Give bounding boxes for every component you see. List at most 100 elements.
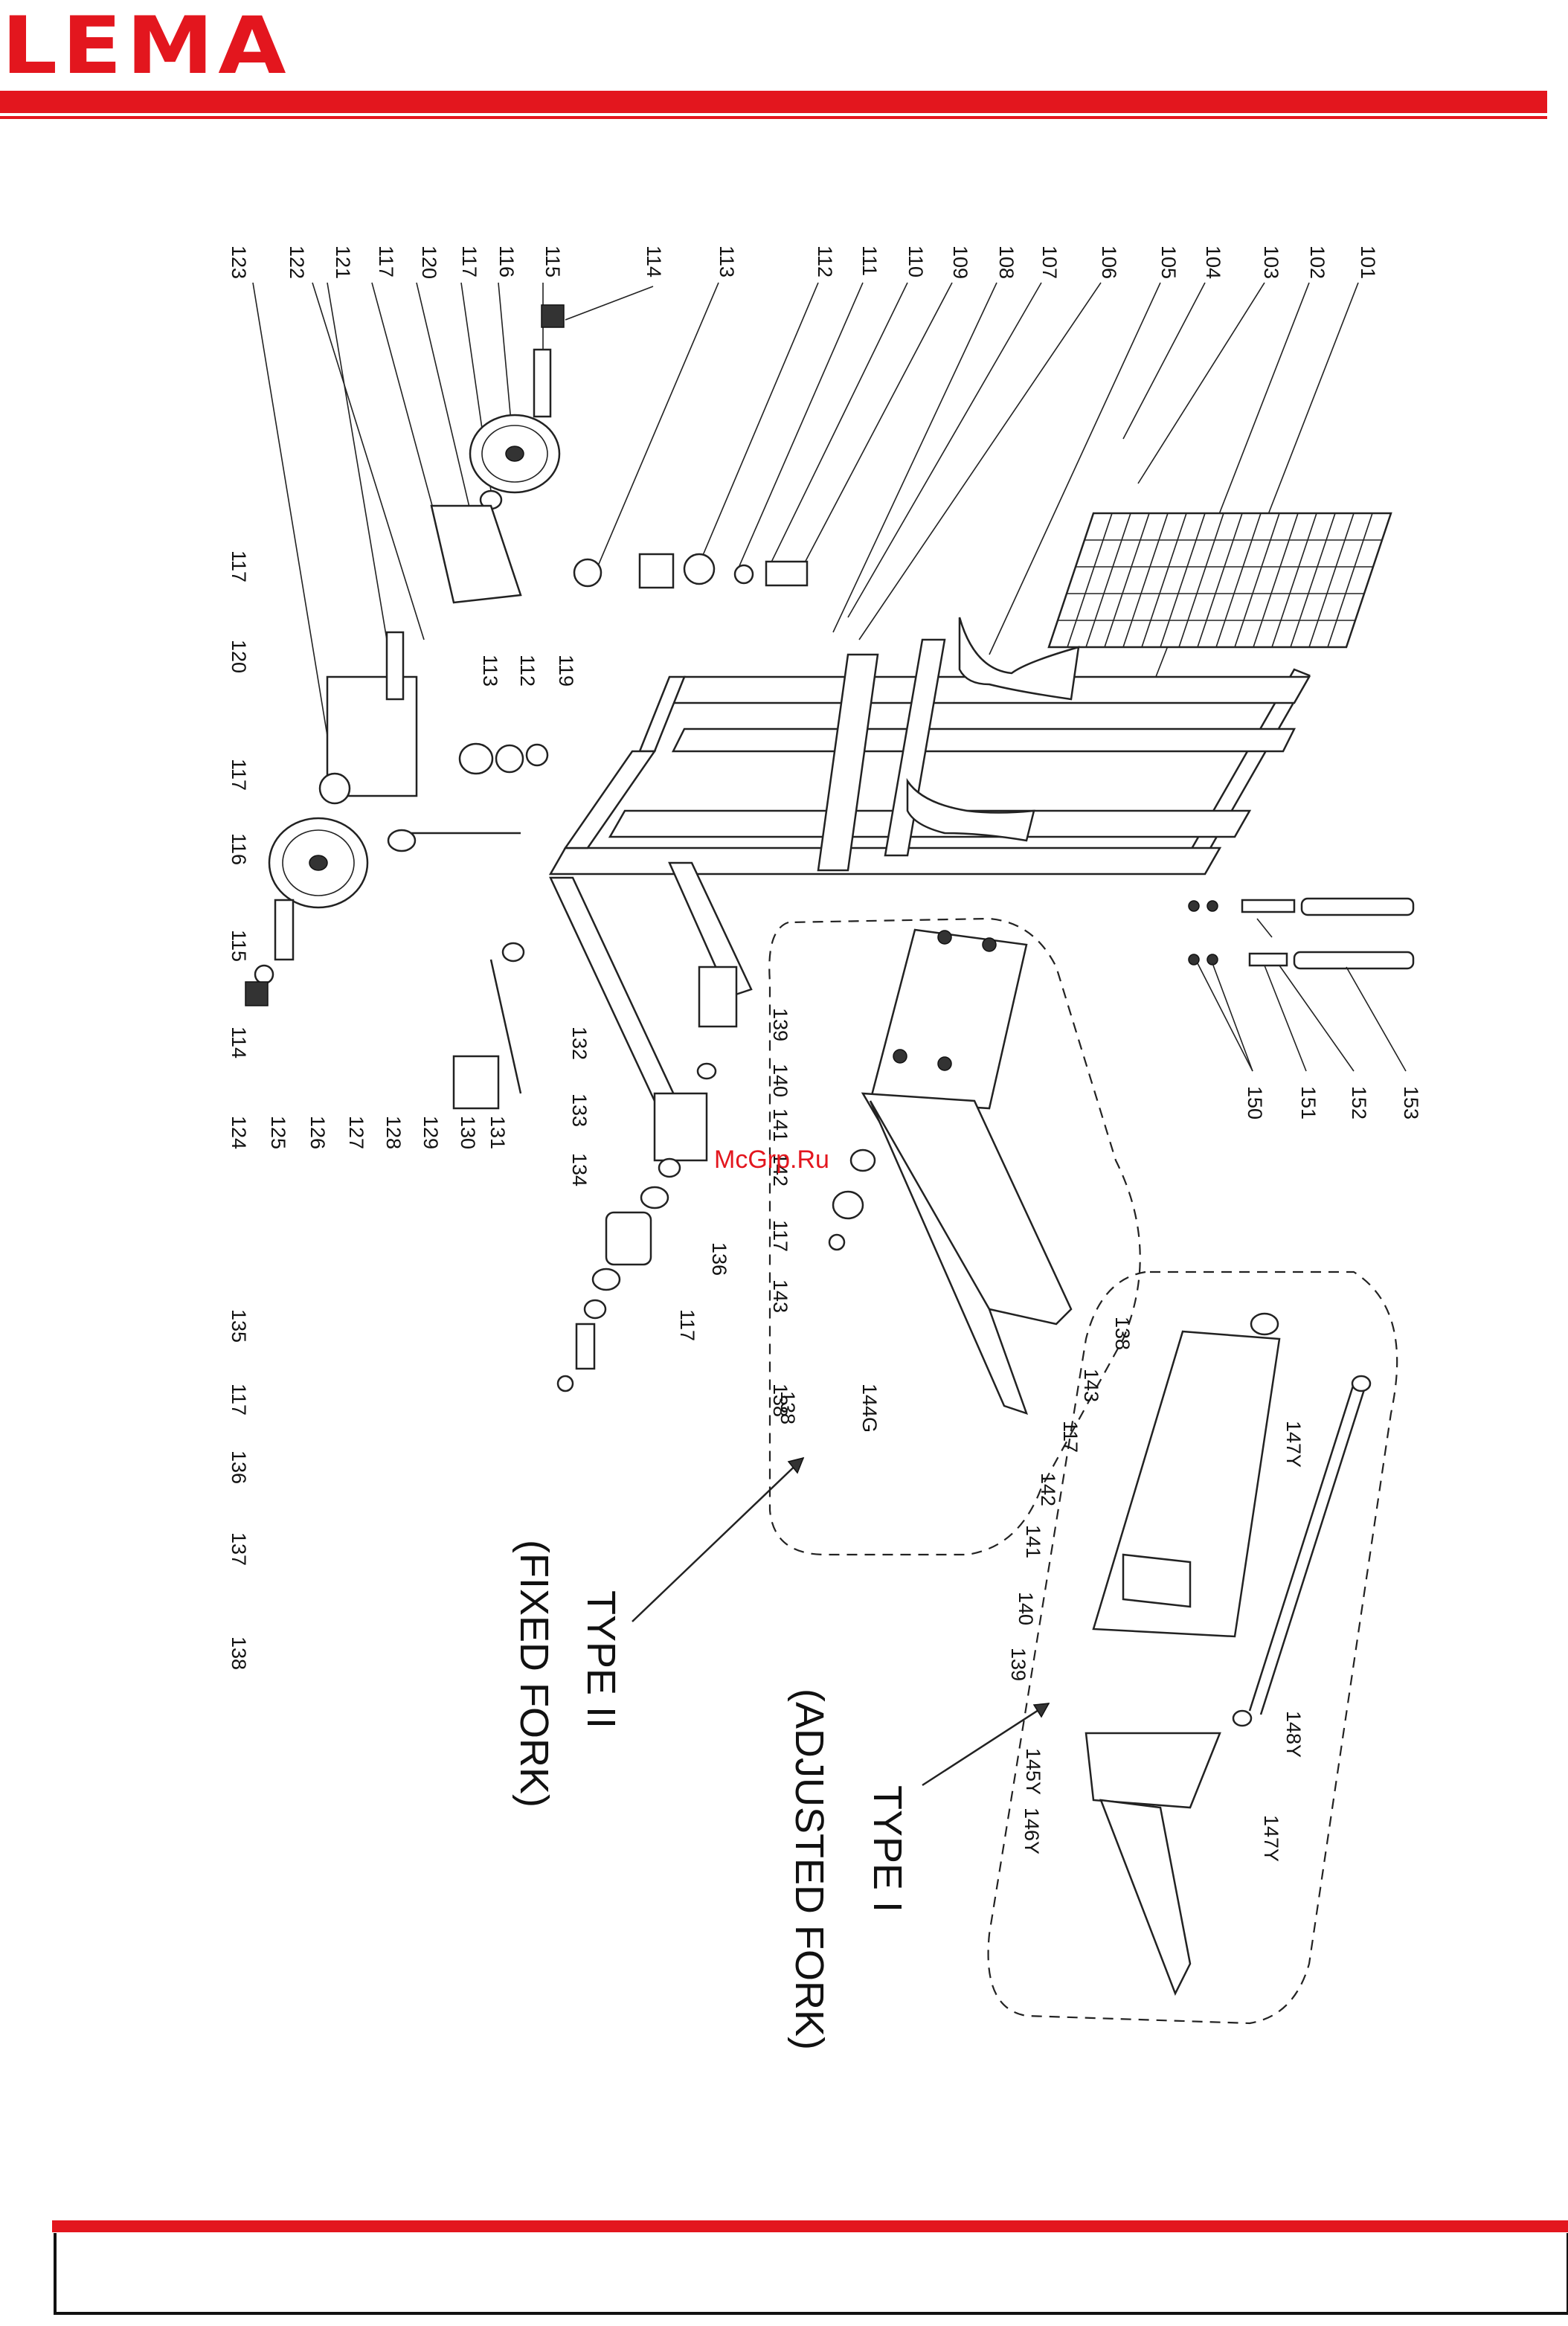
part-label-132: 132: [568, 1027, 591, 1060]
part-label-104: 104: [1202, 245, 1224, 279]
part-label-115: 115: [228, 930, 250, 962]
part-label-133: 133: [568, 1093, 591, 1127]
footer-red-bar: [52, 2220, 1568, 2232]
roller-part-labels: 135 117 136 137 138 117 136 138: [228, 1242, 799, 1670]
part-label-134: 134: [568, 1153, 591, 1186]
part-label-140: 140: [769, 1064, 791, 1097]
part-label-112: 112: [516, 655, 539, 687]
part-label-101: 101: [1357, 245, 1379, 279]
part-label-103: 103: [1260, 245, 1282, 279]
part-label-113: 113: [716, 245, 738, 277]
part-label-139: 139: [1007, 1648, 1029, 1681]
part-label-139: 139: [769, 1008, 791, 1041]
roller-parts: [556, 1062, 717, 1392]
part-label-141: 141: [1022, 1525, 1044, 1558]
part-label-144G: 144G: [858, 1384, 881, 1433]
part-label-117: 117: [1059, 1421, 1082, 1453]
part-label-107: 107: [1038, 245, 1061, 279]
part-label-115: 115: [542, 245, 564, 277]
part-label-121: 121: [332, 245, 354, 279]
type1-subtitle: (ADJUSTED FORK): [787, 1689, 832, 2050]
type-arrows: [632, 1456, 1050, 1787]
part-label-117: 117: [769, 1220, 791, 1252]
watermark: McGrp.Ru: [714, 1146, 829, 1174]
part-label-117: 117: [228, 1384, 250, 1416]
part-label-117: 117: [375, 245, 397, 277]
type1-fork: [1085, 1312, 1372, 1996]
mast-frame: [548, 617, 1311, 1162]
type1-title: TYPE I: [865, 1785, 910, 1912]
part-label-138: 138: [769, 1384, 791, 1417]
header-red-line: [0, 116, 1547, 119]
part-label-114: 114: [228, 1027, 250, 1058]
pedal-parts: [387, 829, 525, 1110]
part-label-145Y: 145Y: [1022, 1748, 1044, 1795]
part-label-116: 116: [228, 833, 250, 865]
type2-dashed-region: [768, 917, 1141, 1556]
chain-part-labels: 150 151 152 153: [1244, 1086, 1422, 1119]
part-label-117: 117: [458, 245, 481, 277]
part-label-143: 143: [769, 1279, 791, 1313]
part-label-138: 138: [777, 1391, 799, 1424]
type2-title: TYPE II: [579, 1590, 623, 1729]
part-label-126: 126: [306, 1116, 329, 1149]
part-label-142: 142: [1037, 1473, 1059, 1506]
footer-box: [54, 2233, 1568, 2315]
type1-dashed-region: [987, 1270, 1398, 2025]
part-label-105: 105: [1157, 245, 1180, 279]
part-label-130: 130: [457, 1116, 479, 1149]
type2-fork: [828, 928, 1073, 1415]
part-label-109: 109: [949, 245, 971, 279]
part-label-138: 138: [228, 1636, 250, 1670]
part-label-119: 119: [555, 655, 577, 687]
part-label-136: 136: [708, 1242, 730, 1276]
header-red-bar: [0, 91, 1547, 113]
part-label-108: 108: [995, 245, 1018, 279]
part-label-140: 140: [1015, 1592, 1037, 1625]
wheel-assembly-upper: [318, 304, 809, 805]
top-leader-lines: [252, 282, 1359, 782]
part-label-116: 116: [495, 245, 518, 277]
chain-leader-lines: [1197, 963, 1407, 1072]
part-label-124: 124: [228, 1116, 250, 1149]
part-label-143: 143: [1080, 1369, 1102, 1402]
part-label-137: 137: [228, 1532, 250, 1566]
part-label-135: 135: [228, 1309, 250, 1343]
part-label-111: 111: [858, 245, 881, 276]
part-label-136: 136: [228, 1450, 250, 1484]
part-label-127: 127: [345, 1116, 367, 1149]
part-label-106: 106: [1098, 245, 1120, 279]
part-label-117: 117: [676, 1309, 698, 1341]
part-label-150: 150: [1244, 1086, 1266, 1119]
part-label-151: 151: [1297, 1086, 1320, 1119]
part-label-138: 138: [1111, 1317, 1134, 1350]
lema-logo: LEMA: [1, 0, 291, 92]
part-label-120: 120: [418, 245, 440, 279]
part-label-117: 117: [228, 759, 250, 791]
part-label-123: 123: [228, 245, 250, 279]
part-label-141: 141: [769, 1108, 791, 1142]
type2-subtitle: (FIXED FORK): [512, 1540, 556, 1808]
part-label-112: 112: [814, 245, 836, 277]
part-label-152: 152: [1348, 1086, 1370, 1119]
part-label-102: 102: [1306, 245, 1328, 279]
mesh-guard: [1047, 512, 1392, 649]
part-label-110: 110: [905, 245, 927, 277]
part-label-147Y: 147Y: [1260, 1815, 1282, 1862]
part-label-128: 128: [382, 1116, 405, 1149]
part-label-147Y: 147Y: [1282, 1421, 1305, 1468]
top-part-labels: 123 122 121 117 120 117 116 115 114 113 112 111 110 1…: [228, 245, 1379, 279]
wheel-assembly-lower: [245, 742, 549, 1006]
part-label-146Y: 146Y: [1021, 1808, 1043, 1854]
part-label-113: 113: [479, 655, 501, 687]
part-label-114: 114: [643, 245, 665, 277]
part-label-117: 117: [228, 550, 250, 582]
part-label-122: 122: [286, 245, 308, 279]
part-label-125: 125: [267, 1116, 289, 1149]
part-label-148Y: 148Y: [1282, 1711, 1305, 1758]
part-label-120: 120: [228, 640, 250, 673]
part-label-153: 153: [1400, 1086, 1422, 1119]
